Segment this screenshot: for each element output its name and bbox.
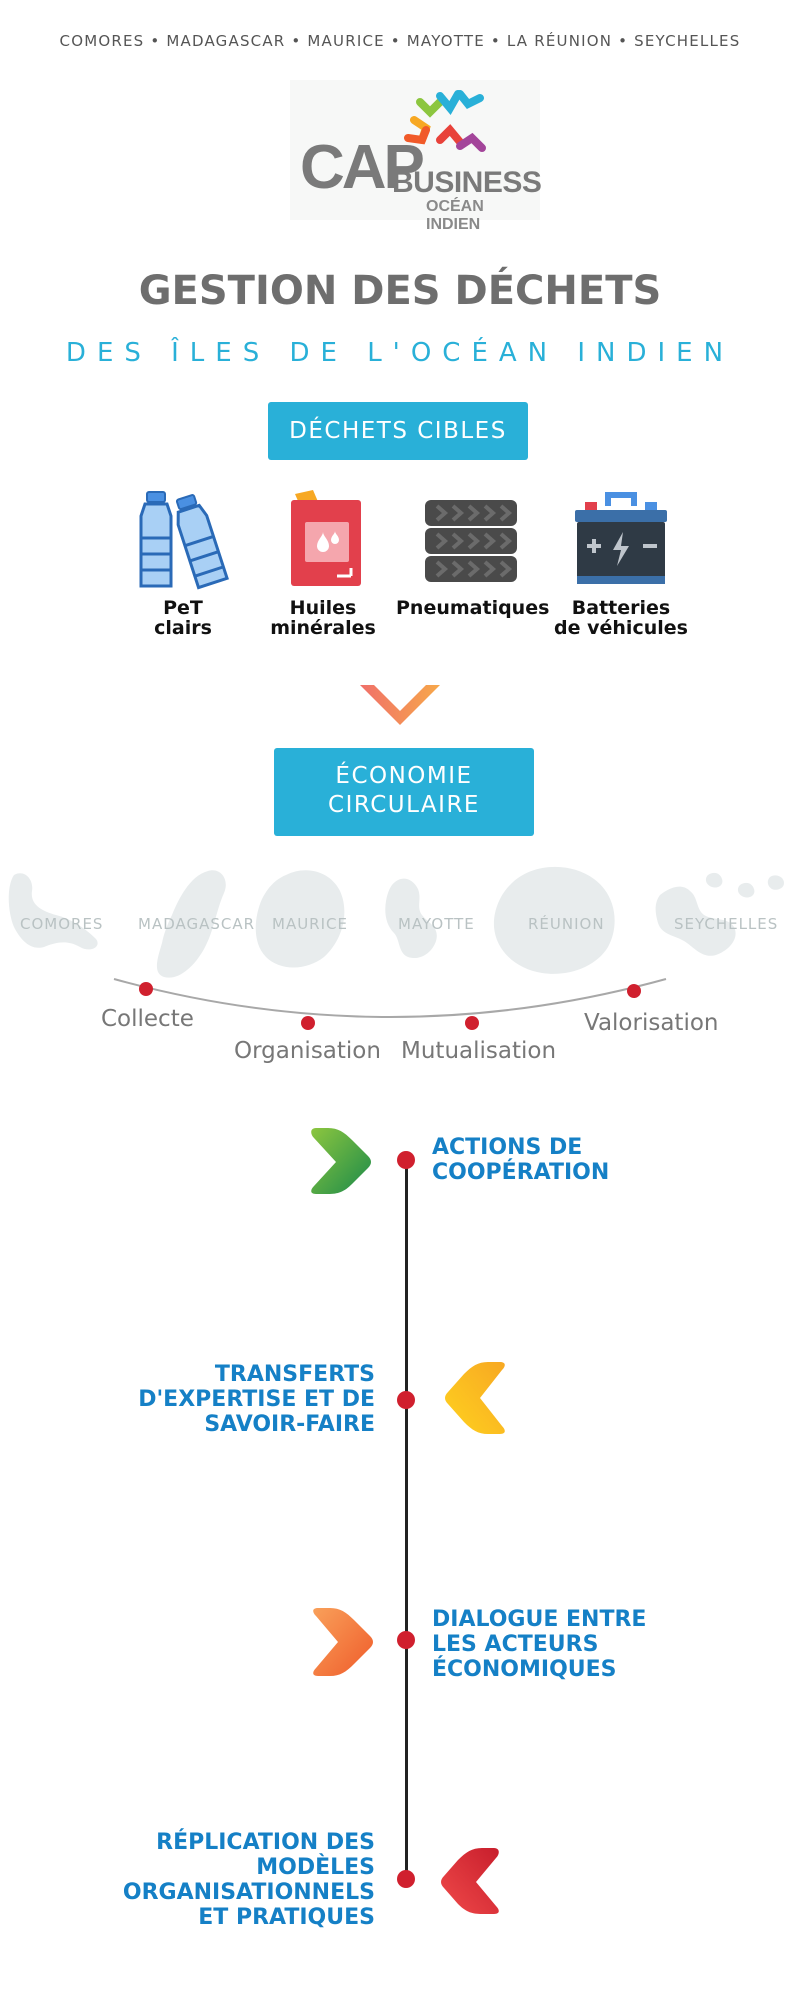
stage-label-organisation: Organisation xyxy=(234,1038,381,1064)
timeline-text-line: D'EXPERTISE ET DE xyxy=(138,1387,375,1412)
timeline-item-expertise: TRANSFERTS D'EXPERTISE ET DE SAVOIR-FAIR… xyxy=(75,1362,375,1437)
timeline-dot-4 xyxy=(397,1870,415,1888)
map-label-reunion: RÉUNION xyxy=(528,915,605,933)
timeline-item-replication: RÉPLICATION DES MODÈLES ORGANISATIONNELS… xyxy=(75,1830,375,1930)
stage-label-mutualisation: Mutualisation xyxy=(401,1038,557,1064)
map-label-comores: COMORES xyxy=(20,915,104,933)
timeline-dot-3 xyxy=(397,1631,415,1649)
chevron-down-icon xyxy=(360,685,440,725)
waste-item-pet: PeT clairs xyxy=(108,488,258,638)
stage-label-collecte: Collecte xyxy=(101,1006,194,1032)
waste-label-line2: minérales xyxy=(270,617,376,639)
stage-dot-valorisation xyxy=(627,984,641,998)
yellow-chevron-icon xyxy=(445,1362,505,1434)
green-chevron-icon xyxy=(311,1128,371,1194)
timeline-text-line: TRANSFERTS xyxy=(214,1362,375,1387)
stage-label-valorisation: Valorisation xyxy=(584,1010,719,1036)
process-curve xyxy=(113,978,667,1030)
logo-ocean-text: OCÉAN INDIEN xyxy=(426,198,484,233)
timeline-text-line: LES ACTEURS xyxy=(432,1632,599,1657)
circular-economy-box: ÉCONOMIE CIRCULAIRE xyxy=(274,748,534,836)
page-subtitle: DES ÎLES DE L'OCÉAN INDIEN xyxy=(65,338,735,368)
map-label-seychelles: SEYCHELLES xyxy=(674,915,779,933)
waste-label-line2: clairs xyxy=(154,617,212,639)
tires-icon xyxy=(425,500,517,582)
map-label-mayotte: MAYOTTE xyxy=(398,915,475,933)
timeline-line xyxy=(405,1160,408,1872)
logo-cap-text: CAP xyxy=(300,133,425,202)
timeline-text-line: ACTIONS DE xyxy=(432,1135,583,1160)
islands-list: COMORES • MADAGASCAR • MAURICE • MAYOTTE… xyxy=(59,32,741,50)
timeline-text-line: ÉCONOMIQUES xyxy=(432,1657,617,1682)
timeline-text-line: RÉPLICATION DES xyxy=(156,1830,375,1855)
islands-map xyxy=(8,866,784,978)
page-title: GESTION DES DÉCHETS xyxy=(138,268,662,314)
oil-can-icon xyxy=(291,490,361,586)
logo-business-text: BUSINESS xyxy=(392,166,542,199)
timeline-item-dialogue: DIALOGUE ENTRE LES ACTEURS ÉCONOMIQUES xyxy=(432,1607,692,1682)
plastic-bottles-icon xyxy=(139,491,229,590)
timeline-text-line: DIALOGUE ENTRE xyxy=(432,1607,647,1632)
timeline-item-cooperation: ACTIONS DE COOPÉRATION xyxy=(432,1135,692,1185)
timeline-dot-2 xyxy=(397,1391,415,1409)
red-chevron-icon xyxy=(441,1848,499,1914)
map-label-maurice: MAURICE xyxy=(272,915,348,933)
waste-item-batteries: Batteries de véhicules xyxy=(546,488,696,638)
stage-dot-collecte xyxy=(139,982,153,996)
targets-label-box: DÉCHETS CIBLES xyxy=(268,402,528,460)
map-label-madagascar: MADAGASCAR xyxy=(138,915,256,933)
stage-dot-mutualisation xyxy=(465,1016,479,1030)
waste-item-oil: Huiles minérales xyxy=(248,488,398,638)
timeline-text-line: MODÈLES xyxy=(256,1855,375,1880)
waste-label-line1: Huiles xyxy=(289,597,357,619)
car-battery-icon xyxy=(575,492,667,584)
timeline-text-line: ORGANISATIONNELS xyxy=(122,1880,375,1905)
circular-line1: ÉCONOMIE xyxy=(335,763,473,789)
waste-label-line2: de véhicules xyxy=(554,617,688,639)
orange-chevron-icon xyxy=(313,1608,373,1676)
waste-item-tires: Pneumatiques xyxy=(396,488,550,619)
timeline-text-line: ET PRATIQUES xyxy=(198,1905,375,1930)
logo-petals-icon xyxy=(404,90,486,152)
waste-label-line1: PeT xyxy=(163,597,203,619)
cap-business-logo: CAP BUSINESS OCÉAN INDIEN xyxy=(290,80,542,233)
timeline-text-line: COOPÉRATION xyxy=(432,1160,610,1185)
waste-label-line1: Batteries xyxy=(571,597,671,619)
stage-dot-organisation xyxy=(301,1016,315,1030)
timeline-text-line: SAVOIR-FAIRE xyxy=(204,1412,375,1437)
circular-line2: CIRCULAIRE xyxy=(328,792,480,818)
waste-label-line1: Pneumatiques xyxy=(396,597,550,619)
timeline-dot-1 xyxy=(397,1151,415,1169)
